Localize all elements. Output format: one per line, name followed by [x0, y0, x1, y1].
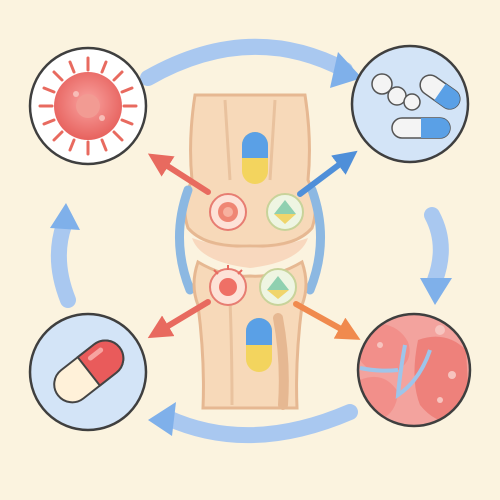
- orange-arrow-to-tissue: [293, 301, 361, 340]
- flow-arrow-left: [50, 203, 80, 308]
- node-red-capsule: [28, 312, 148, 432]
- capsule-upper-icon: [242, 132, 268, 184]
- inflamed-cell-upper-icon: [209, 193, 247, 231]
- drug-molecule-lower-icon: [259, 268, 297, 306]
- flow-arrow-bottom: [148, 402, 358, 444]
- flow-arrow-right: [420, 207, 452, 305]
- node-inflamed-tissue: [356, 312, 472, 428]
- blue-arrow-to-pills: [297, 150, 358, 197]
- virus-cell-icon: [38, 56, 138, 156]
- red-arrow-to-capsule: [147, 299, 211, 339]
- virus-cell-lower-icon: [209, 265, 247, 306]
- inflamed-tissue-icon: [358, 314, 470, 426]
- cycle-arrows: [50, 38, 452, 444]
- pills-and-capsules-icon: [371, 73, 461, 139]
- capsule-lower-icon: [246, 318, 272, 372]
- joint-space: [192, 238, 308, 268]
- red-arrow-to-virus: [147, 153, 211, 195]
- flow-arrow-top: [140, 38, 362, 88]
- fibula-bone: [273, 313, 289, 410]
- cartilage-left: [174, 185, 195, 295]
- node-pills-capsules: [350, 44, 470, 164]
- red-capsule-icon: [53, 339, 125, 404]
- cartilage-right: [305, 185, 326, 295]
- node-virus-cell: [28, 46, 148, 166]
- knee-joint-icon: [174, 93, 326, 410]
- drug-molecule-upper-icon: [266, 193, 304, 231]
